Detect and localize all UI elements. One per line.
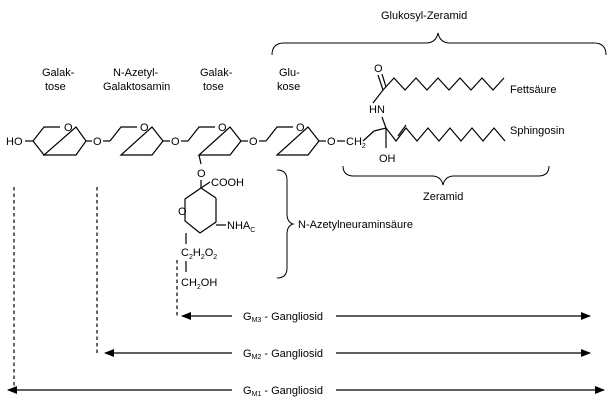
ring-3-oxygen: O [218, 122, 227, 134]
gm3-arrow: GM3 - Gangliosid [181, 311, 591, 324]
gm2-label: GM2 - Gangliosid [243, 348, 323, 361]
nhac-group: NHAC [227, 220, 255, 234]
fatty-acid-chain: O Fettsäure [372, 63, 556, 104]
zeramid-label: Zeramid [423, 191, 463, 203]
sugar-labels: Galak- tose N-Azetyl- Galaktosamin Galak… [42, 67, 300, 93]
sphingosin-chain: OH Sphingosin [373, 124, 564, 165]
branch-o: O [197, 168, 206, 180]
c2h2o2-group: C2H2O2 [181, 247, 217, 261]
sphingosin-label: Sphingosin [510, 125, 564, 137]
galaktose-ring-1: O [32, 122, 87, 156]
ch2-group: CH2 [346, 136, 366, 150]
galaktose-1-label-b: tose [45, 81, 66, 93]
glycosidic-o-4: O [327, 136, 336, 148]
gm1-arrow: GM1 - Gangliosid [7, 385, 605, 398]
ho-terminal: HO [6, 136, 23, 148]
glycosidic-o-2: O [171, 136, 180, 148]
amide-nh: HN [369, 104, 385, 116]
n-azetylneuraminsaeure-label: N-Azetylneuraminsäure [298, 219, 413, 231]
fettsaeure-label: Fettsäure [510, 84, 556, 96]
glycosidic-o-1: O [93, 136, 102, 148]
glukose-label-b: kose [277, 81, 300, 93]
gm3-label: GM3 - Gangliosid [243, 311, 323, 324]
neura-ring-oxygen: O [178, 206, 187, 218]
n-azetyl-label: N-Azetyl- [113, 67, 159, 79]
glycosidic-o-3: O [249, 136, 258, 148]
ch2oh-group: CH2OH [181, 277, 217, 291]
ring-2-oxygen: O [140, 122, 149, 134]
glukosyl-zeramid-brace [271, 32, 607, 56]
galaktose-2-label-b: tose [203, 81, 224, 93]
ring-1-oxygen: O [64, 122, 73, 134]
gm1-label: GM1 - Gangliosid [243, 385, 323, 398]
glukosyl-zeramid-label: Glukosyl-Zeramid [381, 10, 467, 22]
neuraminsaeure-brace [276, 169, 295, 279]
neuraminsaeure-unit: O O COOH NHAC C2H2O2 CH2OH [178, 154, 255, 291]
galaktosamin-ring: O [109, 122, 164, 156]
galaktose-1-label-a: Galak- [42, 67, 75, 79]
glukose-label-a: Glu- [279, 67, 300, 79]
gm2-arrow: GM2 - Gangliosid [104, 348, 591, 361]
galaktosamin-label: Galaktosamin [103, 81, 170, 93]
sphingosin-oh: OH [379, 153, 396, 165]
galaktose-2-label-a: Galak- [200, 67, 233, 79]
cooh-group: COOH [211, 177, 244, 189]
ring-4-oxygen: O [296, 122, 305, 134]
galaktose-ring-2: O [187, 122, 242, 156]
carbonyl-oxygen: O [374, 63, 383, 75]
zeramid-brace [342, 165, 550, 186]
glukose-ring: O [265, 122, 320, 156]
